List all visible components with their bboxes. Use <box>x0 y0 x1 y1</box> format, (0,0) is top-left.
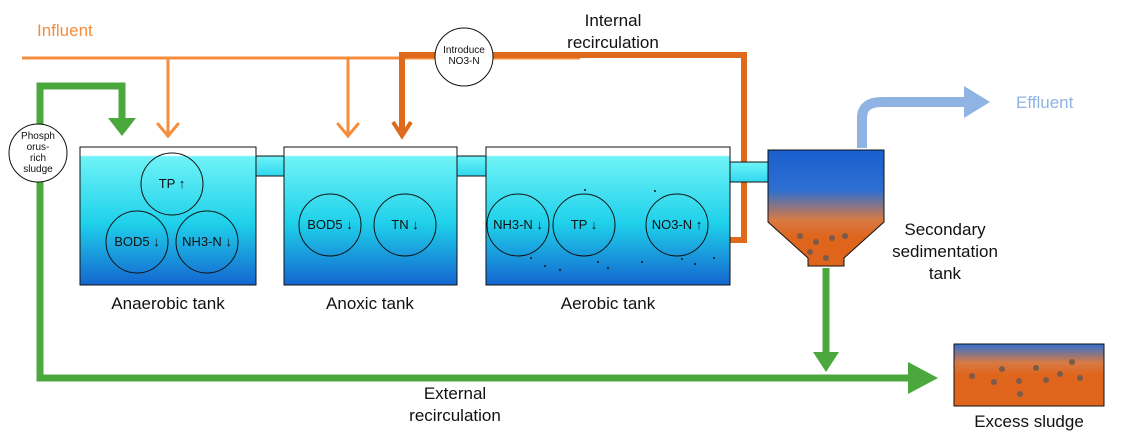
internal-recirculation-line <box>399 52 747 243</box>
secondary-label-line1: Secondary <box>904 220 986 239</box>
effluent-label: Effluent <box>1016 93 1074 112</box>
aerobic-indicator-tp: TP ↓ <box>554 218 614 232</box>
anaerobic-indicator-bod5: BOD5 ↓ <box>107 235 167 249</box>
indicator-label: TN <box>391 217 409 232</box>
excess-sludge-arrowhead <box>908 362 938 394</box>
external-recirculation-label: External recirculation <box>390 383 520 427</box>
phosphorus-rich-sludge-note: Phosph orus- rich sludge <box>12 131 64 175</box>
aerobic-indicator-nh3n: NH3-N ↓ <box>483 218 553 232</box>
trend-down-icon: ↓ <box>536 217 543 232</box>
indicator-label: TP <box>158 176 176 191</box>
trend-up-icon: ↑ <box>695 217 703 232</box>
indicator-label: NH3-N <box>182 234 222 249</box>
trend-down-icon: ↓ <box>412 217 419 232</box>
internal-recirculation-arrowhead <box>391 120 413 140</box>
anaerobic-tank-label: Anaerobic tank <box>111 294 225 313</box>
anaerobic-tank-body <box>79 146 257 286</box>
aerobic-tank-body <box>485 146 731 286</box>
pipe-aerobic-settler <box>729 161 769 183</box>
aerobic-indicator-no3n: NO3-N ↑ <box>642 218 712 232</box>
introduce-note-line1: Introduce <box>443 45 485 56</box>
trend-up-icon: ↑ <box>178 176 186 191</box>
anoxic-tank-label: Anoxic tank <box>326 294 414 313</box>
trend-down-icon: ↓ <box>225 234 232 249</box>
indicator-label: TP <box>570 217 588 232</box>
phosphorus-sludge-note-circle <box>8 123 68 183</box>
external-recirculation-label-line1: External <box>423 384 487 403</box>
effluent-arrowhead <box>964 86 990 118</box>
indicator-circles <box>105 152 709 274</box>
anaerobic-indicator-tp: TP ↑ <box>142 177 202 191</box>
anaerobic-return-arrowhead <box>108 118 136 136</box>
phosphorus-note-line2: orus- <box>26 142 50 153</box>
aerobic-tank-label: Aerobic tank <box>560 294 656 313</box>
anoxic-indicator-bod5: BOD5 ↓ <box>300 218 360 232</box>
indicator-label: NO3-N <box>651 217 693 232</box>
anoxic-indicator-tn: TN ↓ <box>375 218 435 232</box>
external-recirculation-label-line2: recirculation <box>409 406 501 425</box>
secondary-label-line2: sedimentation <box>892 242 998 261</box>
anaerobic-indicator-nh3n: NH3-N ↓ <box>172 235 242 249</box>
phosphorus-note-line4: sludge <box>23 164 53 175</box>
excess-sludge-box <box>953 343 1105 407</box>
influent-label: Influent <box>37 21 93 40</box>
pipe-anoxic-aerobic <box>456 155 487 177</box>
influent-line <box>22 56 580 134</box>
phosphorus-note-line1: Phosph <box>21 131 55 142</box>
secondary-label-line3: tank <box>928 264 962 283</box>
internal-recirculation-label: Internal recirculation <box>548 10 678 54</box>
influent-arrowheads <box>156 122 360 139</box>
external-recirculation-line <box>36 82 912 382</box>
aeration-dots <box>530 189 715 271</box>
introduce-no3n-note-circle <box>434 27 494 87</box>
secondary-sedimentation-label: Secondary sedimentation tank <box>880 219 1010 285</box>
indicator-label: BOD5 <box>114 234 150 249</box>
introduce-note-line2: NO3-N <box>448 56 480 67</box>
settler-sludge-particles <box>797 233 848 261</box>
pipe-anaerobic-anoxic <box>255 155 285 177</box>
indicator-label: NH3-N <box>493 217 533 232</box>
internal-recirculation-label-line1: Internal <box>584 11 642 30</box>
anoxic-tank-body <box>283 146 458 286</box>
phosphorus-note-line3: rich <box>29 153 47 164</box>
settler-sludge-arrowhead <box>813 352 839 372</box>
trend-down-icon: ↓ <box>346 217 353 232</box>
trend-down-icon: ↓ <box>153 234 160 249</box>
introduce-no3n-note: Introduce NO3-N <box>437 45 491 67</box>
effluent-line <box>857 97 968 148</box>
internal-recirculation-label-line2: recirculation <box>567 33 659 52</box>
excess-sludge-label: Excess sludge <box>974 412 1084 431</box>
indicator-label: BOD5 <box>307 217 343 232</box>
trend-down-icon: ↓ <box>590 217 598 232</box>
excess-sludge-particles <box>969 359 1083 397</box>
secondary-sedimentation-tank <box>767 149 885 267</box>
